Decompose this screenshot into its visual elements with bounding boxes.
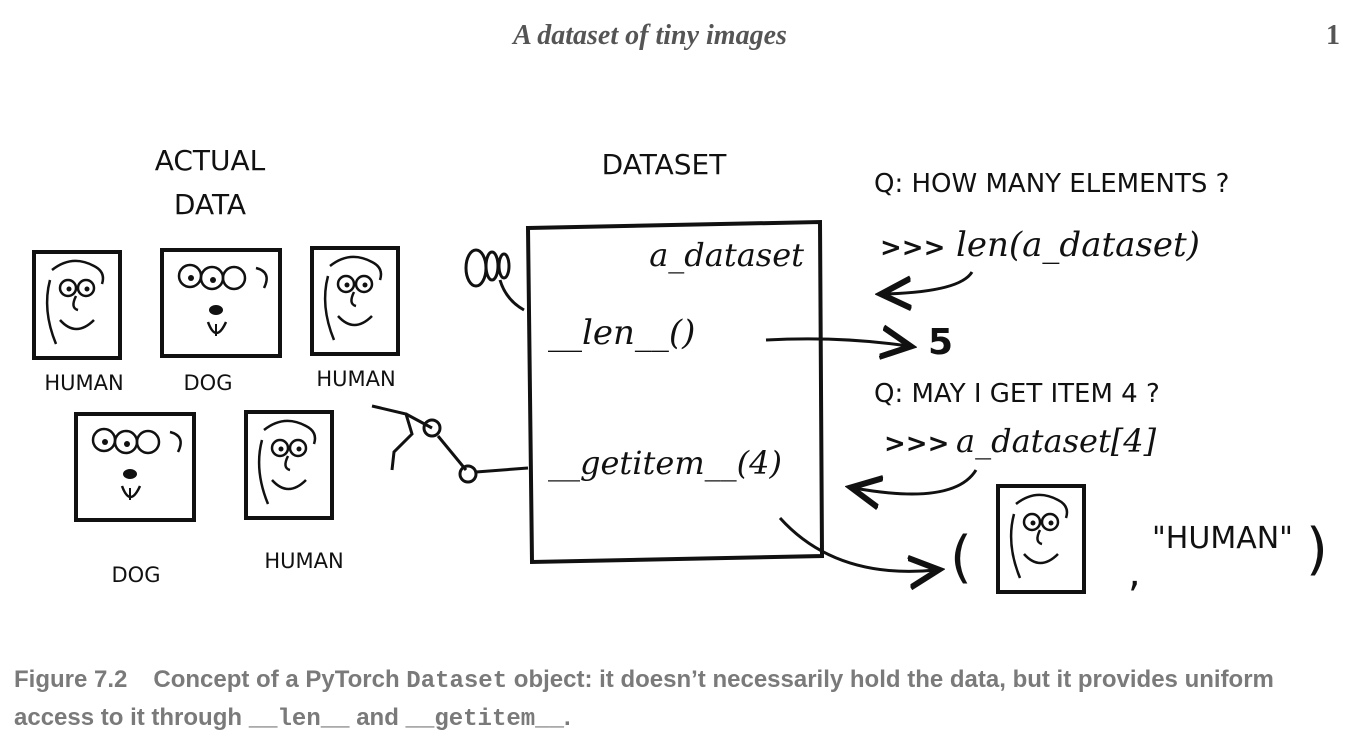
dataset-box [525, 219, 825, 565]
dog-face-icon [74, 412, 196, 522]
figure-7-2: ACTUAL DATA HUMAN DOG HUMAN DOG HUMAN [0, 110, 1348, 630]
figure-caption: Figure 7.2 Concept of a PyTorch Dataset o… [14, 662, 1334, 738]
len-arrow [765, 339, 908, 346]
caption-code-dataset: Dataset [406, 668, 508, 695]
data-item-human-2 [310, 246, 400, 356]
getitem-return-arrow [854, 469, 978, 494]
getitem-arrow [778, 516, 936, 571]
caption-text: and [349, 704, 406, 731]
dataset-instance-name: a_dataset [649, 236, 804, 274]
tuple-close-paren: ) [1306, 517, 1328, 582]
caption-text: Concept of a PyTorch [153, 666, 407, 693]
caption-figure-number: Figure 7.2 [14, 666, 128, 693]
hook-icon [464, 248, 525, 312]
len-method: __len__() [548, 313, 695, 353]
caption-text: object: it doesn’t necessarily hold the … [14, 666, 1274, 731]
tuple-open-paren: ( [950, 525, 972, 590]
question-how-many: Q: HOW MANY ELEMENTS ? [874, 169, 1229, 199]
data-item-label: HUMAN [44, 371, 123, 395]
data-item-label: DOG [184, 371, 233, 395]
actual-data-label-line2: DATA [174, 188, 246, 221]
caption-code-getitem: __getitem__ [405, 706, 564, 733]
robot-arm-icon [371, 404, 529, 484]
result-human-image [996, 484, 1086, 594]
dataset-label: DATASET [602, 148, 728, 181]
repl-prompt-2: >>> [884, 429, 949, 459]
caption-text: . [563, 704, 571, 731]
human-face-icon [996, 484, 1086, 594]
running-title: A dataset of tiny images [513, 20, 787, 51]
getitem-method: __getitem__(4) [548, 444, 782, 482]
actual-data-label-line1: ACTUAL [155, 144, 266, 177]
dog-face-icon [160, 248, 282, 358]
repl-prompt-1: >>> [880, 233, 945, 263]
data-item-label: HUMAN [264, 549, 343, 573]
data-item-human-3 [244, 410, 334, 520]
len-result: 5 [928, 322, 953, 363]
human-face-icon [310, 246, 400, 356]
dataset-concept-diagram: ACTUAL DATA HUMAN DOG HUMAN DOG HUMAN [32, 144, 1328, 596]
data-item-label: HUMAN [316, 367, 395, 391]
question-get-item: Q: MAY I GET ITEM 4 ? [874, 379, 1160, 409]
tuple-comma: , [1128, 550, 1141, 596]
data-item-dog-1 [160, 248, 282, 358]
human-face-icon [32, 250, 122, 360]
data-item-human-1 [32, 250, 122, 360]
len-return-arrow [884, 271, 974, 294]
code-getitem-call: a_dataset[4] [956, 422, 1157, 460]
human-face-icon [244, 410, 334, 520]
page-number: 1 [1326, 20, 1340, 51]
code-len-call: len(a_dataset) [956, 225, 1200, 265]
caption-code-len: __len__ [248, 706, 350, 733]
tuple-label: "HUMAN" [1152, 521, 1293, 556]
data-item-dog-2 [74, 412, 196, 522]
data-item-label: DOG [112, 563, 161, 587]
